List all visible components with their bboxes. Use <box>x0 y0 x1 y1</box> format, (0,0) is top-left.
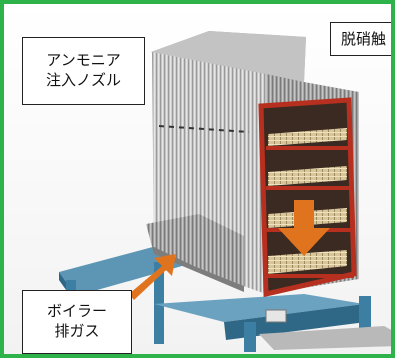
catalyst-layer-4 <box>266 250 354 278</box>
ammonia-nozzle-label: アンモニア 注入ノズル <box>22 37 145 105</box>
ammonia-nozzle-label-line1: アンモニア <box>46 51 121 69</box>
catalyst-cutaway <box>258 97 357 298</box>
denox-label: 脱硝触 <box>330 22 391 56</box>
boiler-exhaust-label-line2: 排ガス <box>54 322 100 340</box>
boiler-exhaust-label: ボイラー 排ガス <box>22 290 132 354</box>
boiler-exhaust-label-line1: ボイラー <box>46 302 107 320</box>
catalyst-layer-2 <box>266 166 350 190</box>
ammonia-nozzle-label-line2: 注入ノズル <box>45 71 121 89</box>
catalyst-layer-1 <box>266 128 348 150</box>
inlet-arrow-icon <box>129 254 176 300</box>
flow-down-arrow-icon <box>278 200 330 256</box>
